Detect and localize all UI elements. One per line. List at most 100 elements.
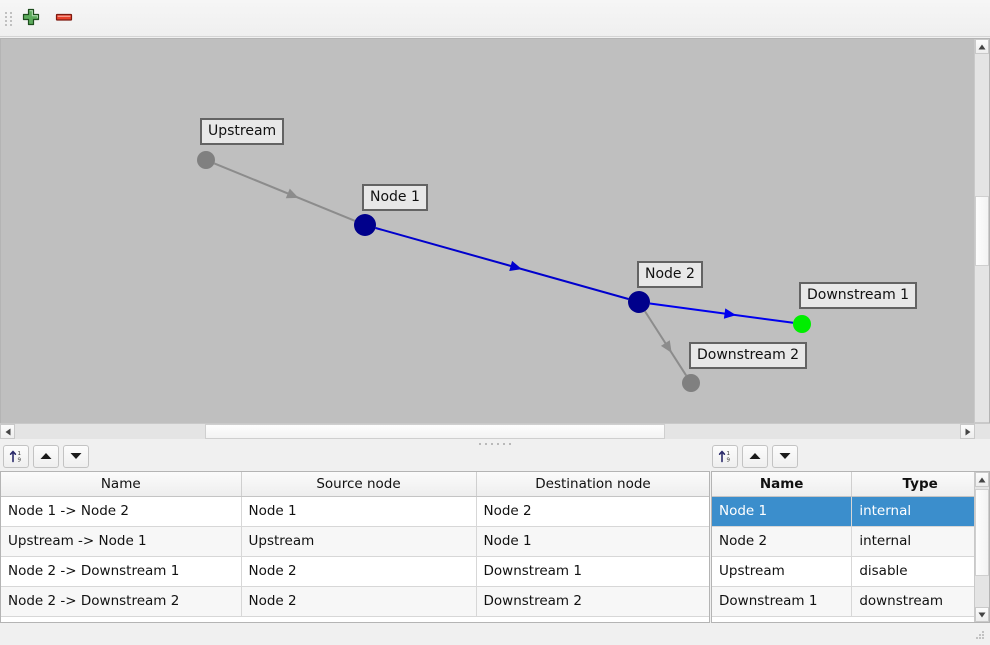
nodes-table-cell[interactable]: Node 2 <box>712 526 853 557</box>
graph-canvas[interactable] <box>1 39 975 423</box>
arrow-down-icon <box>779 453 791 459</box>
nodes-table-column-header[interactable]: Type <box>851 472 989 497</box>
arrow-up-icon <box>40 453 52 459</box>
nodes-table-cell[interactable]: Node 1 <box>712 496 853 527</box>
nodes-toolbar: 1 9 <box>712 443 798 469</box>
nodes-scroll-down-button[interactable] <box>975 607 989 622</box>
node-move-down-button[interactable] <box>772 444 798 468</box>
panel-splitter[interactable] <box>0 440 990 447</box>
nodes-table-cell[interactable]: Upstream <box>712 556 853 587</box>
edges-table-cell[interactable]: Upstream <box>241 526 477 557</box>
triangle-down-icon <box>978 612 986 617</box>
edge-move-up-button[interactable] <box>33 444 59 468</box>
edge-move-down-button[interactable] <box>63 444 89 468</box>
edges-table-column-header[interactable]: Source node <box>241 472 477 497</box>
graph-edge-arrow <box>509 260 522 271</box>
nodes-scroll-up-button[interactable] <box>975 472 989 487</box>
node-sort-button[interactable]: 1 9 <box>712 444 738 468</box>
add-node-button[interactable] <box>16 5 46 33</box>
nodes-table-scrollbar-thumb[interactable] <box>975 489 989 576</box>
edges-table-cell[interactable]: Node 1 -> Node 2 <box>1 496 242 527</box>
graph-edge-arrow <box>660 340 672 353</box>
edges-table-cell[interactable]: Node 2 -> Downstream 2 <box>1 586 242 617</box>
status-bar <box>0 624 990 645</box>
edges-table-cell[interactable]: Node 2 <box>476 496 709 527</box>
triangle-right-icon <box>965 428 970 435</box>
graph-edge[interactable] <box>375 227 629 300</box>
edge-sort-button[interactable]: 1 9 <box>3 444 29 468</box>
nodes-table-cell[interactable]: internal <box>851 496 989 527</box>
window-resize-grip[interactable] <box>976 631 988 643</box>
edges-table-cell[interactable]: Node 1 <box>241 496 477 527</box>
edges-toolbar: 1 9 <box>3 443 89 469</box>
graph-node-downstream2[interactable] <box>682 374 700 392</box>
graph-node-label-upstream[interactable]: Upstream <box>200 118 285 145</box>
green-plus-icon <box>21 7 41 30</box>
graph-node-label-downstream2[interactable]: Downstream 2 <box>689 342 808 369</box>
graph-node-downstream1[interactable] <box>793 315 811 333</box>
edges-table-column-header[interactable]: Destination node <box>476 472 709 497</box>
remove-node-button[interactable] <box>49 5 79 33</box>
nodes-table-cell[interactable]: internal <box>851 526 989 557</box>
graph-horizontal-scrollbar[interactable] <box>0 423 990 439</box>
graph-vertical-scrollbar[interactable] <box>974 39 989 437</box>
nodes-table-cell[interactable]: disable <box>851 556 989 587</box>
graph-edge-arrow <box>723 308 737 319</box>
toolbar-separator <box>0 36 990 37</box>
triangle-up-icon <box>978 477 986 482</box>
graph-node-node2[interactable] <box>628 291 650 313</box>
triangle-left-icon <box>5 428 10 435</box>
edges-table-cell[interactable]: Node 2 <box>241 556 477 587</box>
node-move-up-button[interactable] <box>742 444 768 468</box>
graph-horizontal-scrollbar-thumb[interactable] <box>205 424 665 439</box>
edges-table-cell[interactable]: Node 2 <box>241 586 477 617</box>
nodes-table-cell[interactable]: downstream <box>851 586 989 617</box>
toolbar-drag-grip[interactable] <box>3 8 13 30</box>
arrow-down-icon <box>70 453 82 459</box>
edges-table-cell[interactable]: Downstream 1 <box>476 556 709 587</box>
edges-table-column-header[interactable]: Name <box>1 472 242 497</box>
red-minus-icon <box>53 7 75 30</box>
graph-node-label-node2[interactable]: Node 2 <box>637 261 703 288</box>
edges-table-cell[interactable]: Node 1 <box>476 526 709 557</box>
nodes-table-cell[interactable]: Downstream 1 <box>712 586 853 617</box>
graph-edge-arrow <box>285 188 299 199</box>
svg-text:1: 1 <box>18 451 22 457</box>
nodes-table-scrollbar[interactable] <box>974 472 989 622</box>
nodes-table-column-header[interactable]: Name <box>712 472 853 497</box>
graph-edge[interactable] <box>213 162 356 222</box>
graph-node-upstream[interactable] <box>197 151 215 169</box>
graph-scroll-right-button[interactable] <box>960 424 975 439</box>
edges-table-cell[interactable]: Downstream 2 <box>476 586 709 617</box>
graph-scroll-up-button[interactable] <box>975 39 989 54</box>
splitter-grip-dots <box>479 442 511 445</box>
edges-table-cell[interactable]: Node 2 -> Downstream 1 <box>1 556 242 587</box>
graph-node-label-node1[interactable]: Node 1 <box>362 184 428 211</box>
graph-scroll-left-button[interactable] <box>0 424 15 439</box>
edges-table-cell[interactable]: Upstream -> Node 1 <box>1 526 242 557</box>
graph-edge[interactable] <box>649 302 794 324</box>
graph-vertical-scrollbar-thumb[interactable] <box>975 196 989 266</box>
graph-node-node1[interactable] <box>354 214 376 236</box>
sort-icon: 1 9 <box>9 450 22 464</box>
sort-icon: 1 9 <box>718 450 731 464</box>
graph-node-label-downstream1[interactable]: Downstream 1 <box>799 282 918 309</box>
arrow-up-icon <box>749 453 761 459</box>
